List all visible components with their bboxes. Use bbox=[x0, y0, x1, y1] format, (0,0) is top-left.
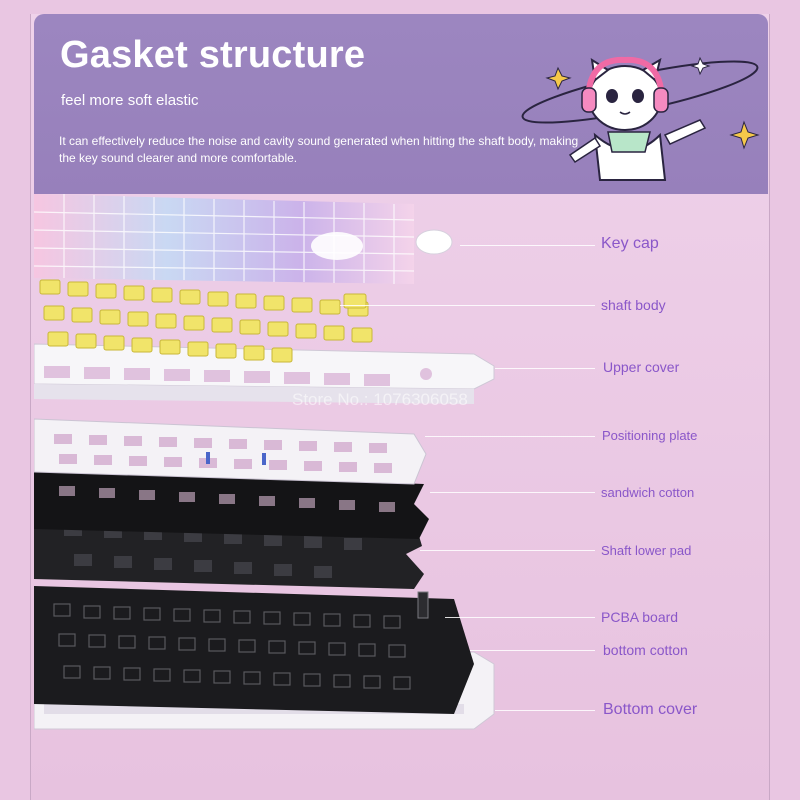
store-watermark: Store No.: 1076306058 bbox=[292, 390, 468, 409]
leader-line bbox=[340, 305, 595, 306]
leader-line bbox=[495, 710, 595, 711]
shaft-body-layer bbox=[39, 279, 373, 363]
label-positioning-plate: Positioning plate bbox=[602, 428, 698, 443]
label-shaft-lower-pad: Shaft lower pad bbox=[601, 543, 692, 558]
leader-line bbox=[495, 368, 595, 369]
description-text: It can effectively reduce the noise and … bbox=[59, 134, 579, 165]
label-shaft-body: shaft body bbox=[601, 297, 666, 313]
page-subtitle: feel more soft elastic bbox=[61, 92, 199, 109]
key-cap-layer bbox=[34, 194, 453, 284]
exploded-keyboard-diagram bbox=[34, 194, 495, 730]
label-bottom-cover: Bottom cover bbox=[603, 701, 698, 718]
leader-line bbox=[470, 650, 595, 651]
label-pcba-board: PCBA board bbox=[601, 609, 679, 625]
page-title: Gasket structure bbox=[60, 34, 366, 76]
label-bottom-cotton: bottom cotton bbox=[603, 642, 688, 658]
leader-line bbox=[445, 617, 595, 618]
cat-mascot-icon bbox=[521, 56, 760, 181]
sandwich-cotton-layer bbox=[34, 469, 429, 539]
leader-line bbox=[460, 245, 595, 246]
knob-icon bbox=[415, 229, 453, 255]
pcba-board-layer bbox=[34, 586, 474, 714]
upper-cover-layer bbox=[34, 343, 495, 404]
label-upper-cover: Upper cover bbox=[603, 359, 680, 375]
leader-line bbox=[425, 436, 595, 437]
label-key-cap: Key cap bbox=[601, 235, 659, 252]
positioning-plate-layer bbox=[34, 418, 427, 485]
leader-line bbox=[420, 550, 595, 551]
leader-line bbox=[430, 492, 595, 493]
label-sandwich-cotton: sandwich cotton bbox=[601, 485, 695, 500]
